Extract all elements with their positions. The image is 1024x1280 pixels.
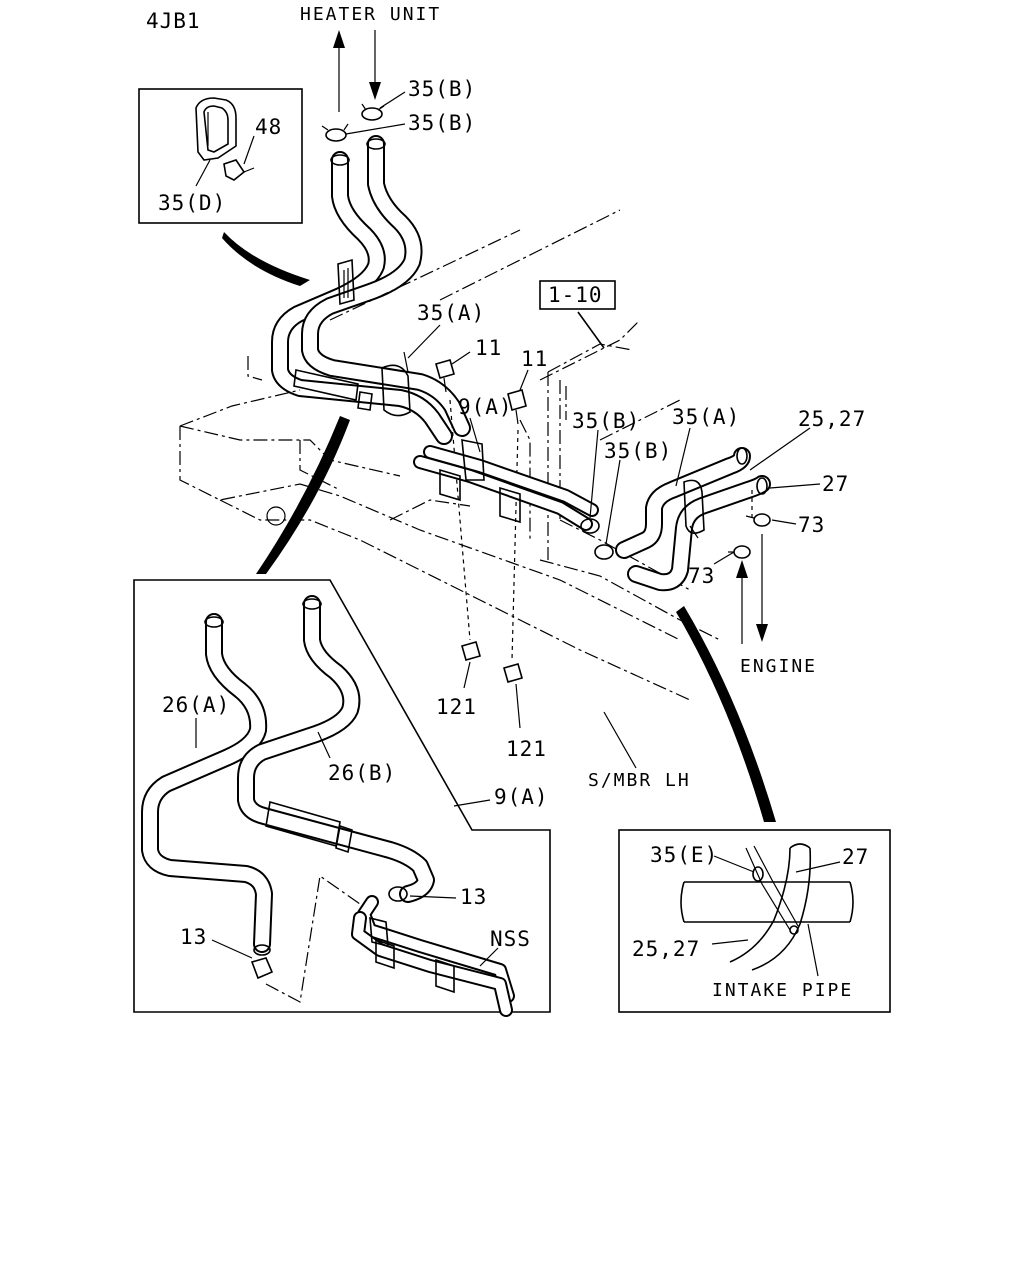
- callout-35b-1: 35(B): [408, 77, 476, 101]
- callout-35a-1: 35(A): [417, 301, 485, 325]
- callout-25-27: 25,27: [798, 407, 866, 431]
- callout-35b-2: 35(B): [408, 111, 476, 135]
- engine-code-label: 4JB1: [146, 9, 201, 33]
- clip-detail-box: [138, 88, 303, 224]
- engine-side-hoses: [615, 427, 821, 592]
- callout-35d: 35(D): [158, 191, 226, 215]
- callout-35b-4: 35(B): [604, 439, 672, 463]
- callout-35b-3: 35(B): [572, 409, 640, 433]
- detail-27: 27: [842, 845, 869, 869]
- detail-nss: NSS: [490, 927, 531, 951]
- top-clamps: [321, 91, 406, 142]
- callout-73-1: 73: [798, 513, 825, 537]
- callout-27: 27: [822, 472, 849, 496]
- detail-35e: 35(E): [650, 843, 718, 867]
- detail-25-27: 25,27: [632, 937, 700, 961]
- bolts: [435, 351, 529, 729]
- ref-box: [539, 280, 616, 310]
- callout-35a-2: 35(A): [672, 405, 740, 429]
- callout-11-1: 11: [475, 336, 502, 360]
- pipe-assembly-9a: [413, 417, 599, 531]
- heater-unit-label: HEATER UNIT: [300, 4, 441, 25]
- callout-73-2: 73: [688, 564, 715, 588]
- detail-9a: 9(A): [494, 785, 549, 809]
- vehicle-frame: [179, 209, 721, 701]
- heater-arrows: [333, 30, 381, 112]
- detail-13-1: 13: [180, 925, 207, 949]
- engine-label: ENGINE: [740, 656, 817, 677]
- s-mbr-leader: [603, 711, 637, 769]
- ref-box-label: 1-10: [548, 283, 603, 307]
- callout-121-1: 121: [436, 695, 477, 719]
- center-clamps: [580, 429, 621, 560]
- main-heater-hoses: [271, 135, 471, 445]
- callout-11-2: 11: [521, 347, 548, 371]
- engine-arrows: [736, 534, 768, 644]
- detail-intake-pipe: INTAKE PIPE: [712, 980, 853, 1001]
- detail-pointer-upper: [222, 232, 310, 286]
- detail-26a: 26(A): [162, 693, 230, 717]
- right-detail-box: [618, 829, 891, 1013]
- clamps-73: [713, 490, 797, 565]
- callout-121-2: 121: [506, 737, 547, 761]
- callout-9a-main: 9(A): [458, 395, 513, 419]
- detail-pointer-lower-left: [256, 416, 350, 574]
- detail-13-2: 13: [460, 885, 487, 909]
- s-mbr-label: S/MBR LH: [588, 770, 691, 791]
- detail-pointer-lower-right: [676, 606, 776, 822]
- callout-48: 48: [255, 115, 282, 139]
- left-detail-box: [133, 579, 551, 1017]
- detail-26b: 26(B): [328, 761, 396, 785]
